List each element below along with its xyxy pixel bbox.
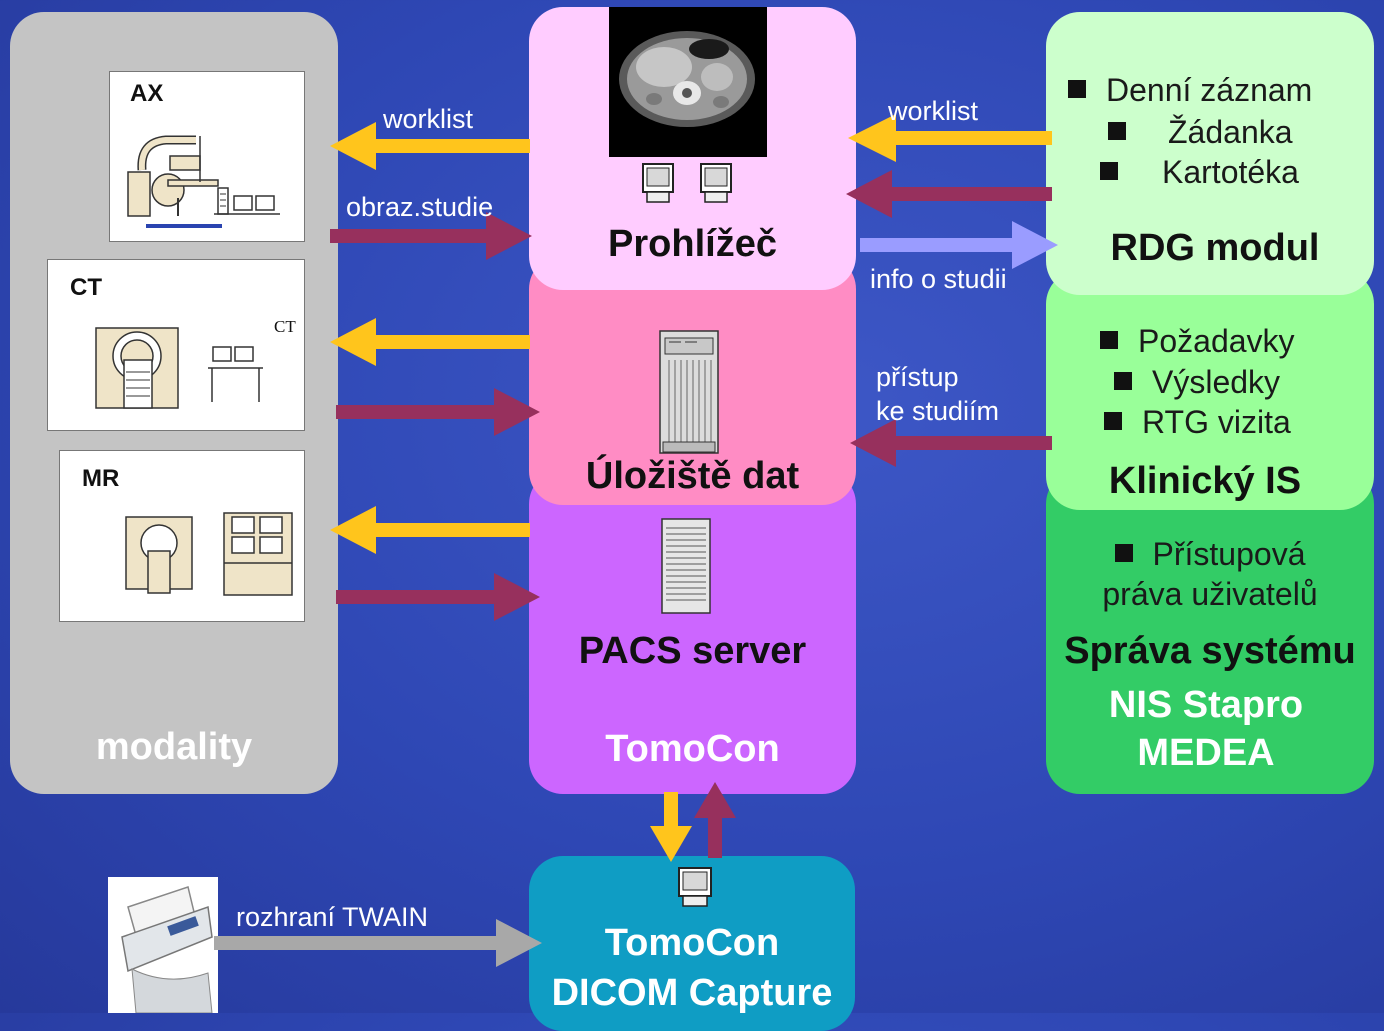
server-tower-icon <box>661 518 711 614</box>
bullet-square-icon <box>1104 412 1122 430</box>
ct-label: CT <box>70 274 102 301</box>
worklist-arrow-ct <box>330 318 530 366</box>
mr-device-box: MR <box>59 450 305 622</box>
pacs-server-title: PACS server <box>578 630 807 672</box>
rdg-return-arrow <box>846 170 1052 218</box>
ct-device-box: CT CT <box>47 259 305 431</box>
capture-title-1: TomoCon <box>604 922 780 964</box>
ax-device-box: AX <box>109 71 305 242</box>
rdg-panel: RDG modul <box>1046 12 1374 295</box>
clinical-item-0: Požadavky <box>1100 323 1295 360</box>
bullet-square-icon <box>1100 162 1118 180</box>
clinical-item-1: Výsledky <box>1114 364 1280 401</box>
viewer-title: Prohlížeč <box>608 223 777 265</box>
bullet-square-icon <box>1114 544 1133 562</box>
studies-label: obraz.studie <box>346 192 494 222</box>
scanner-device-icon <box>108 877 218 1013</box>
clinical-title: Klinický IS <box>1108 460 1302 502</box>
clinical-panel: Klinický IS <box>1046 270 1374 510</box>
ax-label: AX <box>130 80 164 107</box>
rdg-title: RDG modul <box>1110 227 1320 269</box>
bullet-square-icon <box>1108 122 1126 140</box>
capture-title-2: DICOM Capture <box>551 972 833 1014</box>
admin-title: Správa systému <box>1064 630 1356 672</box>
bullet-square-icon <box>1068 80 1086 98</box>
info-arrow <box>860 221 1058 269</box>
bullet-square-icon <box>1114 372 1132 390</box>
ct-scan-image <box>609 7 767 157</box>
access-label-2: ke studiím <box>876 396 1000 426</box>
modality-title: modality <box>95 726 253 768</box>
access-label-1: přístup <box>876 362 959 392</box>
admin-item-0: Přístupová <box>1046 536 1374 573</box>
ct-sublabel: CT <box>274 317 296 336</box>
storage-rack-icon <box>659 330 719 454</box>
ct-scanner-icon <box>95 327 263 409</box>
bullet-square-icon <box>1100 331 1118 349</box>
vendor-line-2: MEDEA <box>1137 732 1275 774</box>
capture-workstation-icon <box>678 867 712 907</box>
admin-panel: Přístupová práva uživatelů Správa systém… <box>1046 470 1374 794</box>
worklist-arrow-mr <box>330 506 530 554</box>
clinical-item-2: RTG vizita <box>1104 404 1291 441</box>
workstation-icon <box>642 163 732 203</box>
admin-item-1: práva uživatelů <box>1102 576 1318 612</box>
vendor-line-1: NIS Stapro <box>1108 684 1304 726</box>
rdg-item-2: Kartotéka <box>1100 154 1299 191</box>
mr-scanner-icon <box>125 512 293 596</box>
rdg-item-0: Denní záznam <box>1068 72 1312 109</box>
info-label: info o studii <box>870 264 1007 294</box>
tomocon-title: TomoCon <box>605 728 780 770</box>
rdg-item-1: Žádanka <box>1108 114 1293 151</box>
angiography-icon <box>127 135 280 228</box>
mr-label: MR <box>82 465 120 492</box>
storage-title: Úložiště dat <box>585 455 800 497</box>
worklist-label-left: worklist <box>383 104 474 134</box>
worklist-label-right: worklist <box>888 96 979 126</box>
down-arrow-to-capture <box>650 792 692 862</box>
twain-label: rozhraní TWAIN <box>236 902 429 932</box>
study-arrow-ct <box>336 388 540 436</box>
study-arrow-mr <box>336 573 540 621</box>
